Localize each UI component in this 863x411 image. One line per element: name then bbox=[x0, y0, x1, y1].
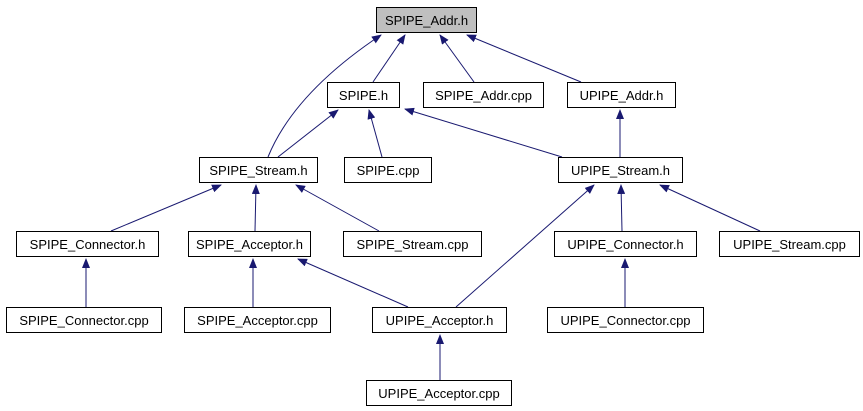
node-label: SPIPE_Connector.h bbox=[29, 236, 146, 252]
edge-SPIPE_Stream_cpp-to-SPIPE_Stream_h bbox=[295, 184, 380, 232]
node-SPIPE_Addr_h[interactable]: SPIPE_Addr.h bbox=[376, 7, 477, 33]
node-SPIPE_Connector_h[interactable]: SPIPE_Connector.h bbox=[16, 231, 159, 257]
edge-UPIPE_Addr_h-to-SPIPE_Addr_h bbox=[466, 34, 582, 83]
node-label: UPIPE_Stream.cpp bbox=[733, 236, 846, 252]
edge-SPIPE_Connector_h-to-SPIPE_Stream_h bbox=[110, 184, 222, 232]
edge-SPIPE_Addr_cpp-to-SPIPE_Addr_h bbox=[439, 34, 475, 83]
edge-SPIPE_Acceptor_h-to-SPIPE_Stream_h bbox=[251, 184, 260, 232]
node-UPIPE_Addr_h[interactable]: UPIPE_Addr.h bbox=[567, 82, 676, 108]
node-label: SPIPE.h bbox=[338, 87, 389, 103]
edge-UPIPE_Acceptor_h-to-SPIPE_Acceptor_h bbox=[297, 258, 409, 308]
node-label: SPIPE_Addr.cpp bbox=[435, 87, 532, 103]
node-SPIPE_Connector_cpp[interactable]: SPIPE_Connector.cpp bbox=[6, 307, 162, 333]
node-SPIPE_cpp[interactable]: SPIPE.cpp bbox=[344, 157, 432, 183]
node-UPIPE_Acceptor_cpp[interactable]: UPIPE_Acceptor.cpp bbox=[366, 380, 512, 406]
node-SPIPE_h[interactable]: SPIPE.h bbox=[327, 82, 400, 108]
node-label: UPIPE_Connector.h bbox=[567, 236, 684, 252]
node-label: SPIPE_Stream.cpp bbox=[356, 236, 469, 252]
node-SPIPE_Stream_cpp[interactable]: SPIPE_Stream.cpp bbox=[343, 231, 482, 257]
node-label: SPIPE_Connector.cpp bbox=[19, 312, 149, 328]
edges bbox=[82, 34, 761, 380]
node-label: UPIPE_Acceptor.cpp bbox=[378, 385, 500, 401]
node-label: UPIPE_Acceptor.h bbox=[385, 312, 494, 328]
edge-UPIPE_Connector_h-to-UPIPE_Stream_h bbox=[617, 184, 626, 232]
node-label: UPIPE_Addr.h bbox=[579, 87, 664, 103]
node-UPIPE_Connector_h[interactable]: UPIPE_Connector.h bbox=[554, 231, 697, 257]
edge-UPIPE_Acceptor_h-to-UPIPE_Stream_h bbox=[455, 184, 595, 308]
node-label: SPIPE_Addr.h bbox=[384, 12, 469, 28]
node-label: SPIPE_Acceptor.h bbox=[196, 236, 303, 252]
edge-UPIPE_Stream_h-to-SPIPE_h bbox=[404, 107, 563, 158]
node-UPIPE_Connector_cpp[interactable]: UPIPE_Connector.cpp bbox=[547, 307, 704, 333]
node-label: SPIPE.cpp bbox=[356, 162, 420, 178]
node-SPIPE_Acceptor_cpp[interactable]: SPIPE_Acceptor.cpp bbox=[184, 307, 331, 333]
edge-SPIPE_cpp-to-SPIPE_h bbox=[367, 109, 383, 158]
node-SPIPE_Acceptor_h[interactable]: SPIPE_Acceptor.h bbox=[188, 231, 311, 257]
node-label: UPIPE_Connector.cpp bbox=[560, 312, 691, 328]
edge-SPIPE_Stream_h-to-SPIPE_h bbox=[277, 109, 339, 158]
edge-UPIPE_Stream_cpp-to-UPIPE_Stream_h bbox=[659, 184, 761, 232]
node-UPIPE_Acceptor_h[interactable]: UPIPE_Acceptor.h bbox=[372, 307, 507, 333]
node-SPIPE_Stream_h[interactable]: SPIPE_Stream.h bbox=[199, 157, 318, 183]
node-UPIPE_Stream_cpp[interactable]: UPIPE_Stream.cpp bbox=[719, 231, 860, 257]
node-UPIPE_Stream_h[interactable]: UPIPE_Stream.h bbox=[558, 157, 683, 183]
node-label: SPIPE_Stream.h bbox=[209, 162, 308, 178]
node-label: SPIPE_Acceptor.cpp bbox=[197, 312, 318, 328]
edge-SPIPE_h-to-SPIPE_Addr_h bbox=[372, 34, 406, 83]
edge-SPIPE_Stream_h-to-SPIPE_Addr_h bbox=[267, 34, 382, 158]
node-SPIPE_Addr_cpp[interactable]: SPIPE_Addr.cpp bbox=[423, 82, 544, 108]
node-label: UPIPE_Stream.h bbox=[571, 162, 670, 178]
